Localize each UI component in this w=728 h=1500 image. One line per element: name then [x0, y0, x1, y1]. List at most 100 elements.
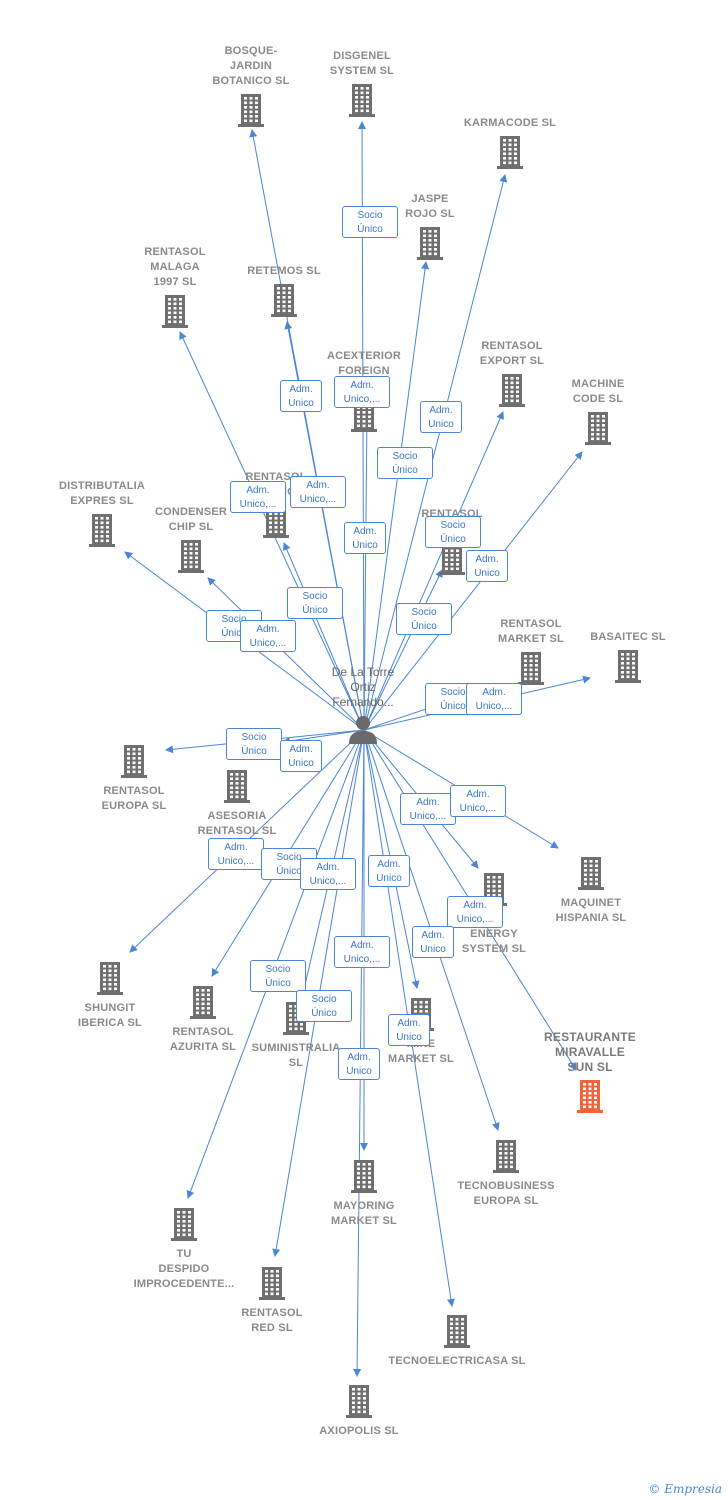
company-node[interactable]: BASAITEC SL: [558, 630, 698, 683]
relation-badge: Adm. Unico: [344, 522, 386, 554]
building-icon: [178, 540, 204, 573]
company-node[interactable]: RENTASOL RED SL: [202, 1266, 342, 1336]
relation-badge: Adm. Unico,...: [230, 481, 286, 513]
building-icon: [171, 1208, 197, 1241]
company-label: AXIOPOLIS SL: [319, 1425, 399, 1437]
company-label: RESTAURANTE MIRAVALLE SUN SL: [544, 1030, 636, 1074]
company-label: MAYORING MARKET SL: [331, 1200, 397, 1227]
copyright-symbol: ©: [648, 1482, 661, 1496]
company-label: RENTASOL MALAGA 1997 SL: [144, 246, 206, 288]
relation-badge: Adm. Unico: [338, 1048, 380, 1080]
person-node[interactable]: De La Torre Ortiz Fernando...: [318, 665, 408, 744]
company-node[interactable]: SHUNGIT IBERICA SL: [40, 961, 180, 1031]
company-node[interactable]: SUMINISTRALIA SL: [226, 1001, 366, 1071]
building-icon: [224, 770, 250, 803]
company-node[interactable]: ASESORIA RENTASOL SL: [167, 769, 307, 839]
relation-edge: [207, 577, 365, 731]
company-label: BASAITEC SL: [590, 631, 666, 643]
building-icon: [259, 1267, 285, 1300]
company-label: RETEMOS SL: [247, 265, 321, 277]
company-label: TECNOELECTRICASA SL: [388, 1355, 526, 1367]
building-icon: [89, 514, 115, 547]
relation-badge: Adm. Unico: [368, 855, 410, 887]
company-label: DISGENEL SYSTEM SL: [329, 50, 395, 77]
company-label: TU DESPIDO IMPROCEDENTE...: [133, 1248, 235, 1290]
building-icon: [349, 84, 375, 117]
building-icon: [97, 962, 123, 995]
building-icon: [578, 857, 604, 890]
company-node[interactable]: RENTASOL MARKET SL: [461, 617, 601, 685]
relation-badge: Adm. Unico: [466, 550, 508, 582]
building-icon: [444, 1315, 470, 1348]
company-node[interactable]: RESTAURANTE MIRAVALLE SUN SL: [520, 1030, 660, 1113]
relation-badge: Socio Único: [342, 206, 398, 238]
company-node[interactable]: KARMACODE SL: [440, 116, 580, 169]
company-node[interactable]: DISTRIBUTALIA EXPRES SL: [32, 479, 172, 547]
building-icon: [346, 1385, 372, 1418]
relation-badge: Socio Único: [226, 728, 282, 760]
building-icon: [585, 412, 611, 445]
brand-watermark: © Empresia: [648, 1482, 722, 1496]
company-label: MAQUINET HISPANIA SL: [555, 897, 627, 924]
building-icon: [615, 650, 641, 683]
company-label: MACHINE CODE SL: [571, 378, 625, 405]
company-label: DISTRIBUTALIA EXPRES SL: [58, 480, 146, 507]
relation-badge: Adm. Unico,...: [334, 376, 390, 408]
relation-badge: Adm. Unico,...: [447, 896, 503, 928]
building-icon: [271, 284, 297, 317]
company-label: RENTASOL MARKET SL: [498, 618, 564, 645]
relation-badge: Adm. Unico,...: [208, 838, 264, 870]
company-node[interactable]: RENTASOL EXPORT SL: [442, 339, 582, 407]
company-node[interactable]: RETEMOS SL: [214, 264, 354, 317]
company-label: SHUNGIT IBERICA SL: [78, 1002, 142, 1029]
relation-badge: Adm. Unico,...: [450, 785, 506, 817]
company-label: JASPE ROJO SL: [405, 193, 455, 220]
relation-badge: Adm. Unico,...: [290, 476, 346, 508]
company-node[interactable]: RENTASOL AZURITA SL: [133, 985, 273, 1055]
company-node[interactable]: MACHINE CODE SL: [528, 377, 668, 445]
relation-edge: [363, 451, 583, 731]
company-node[interactable]: MAYORING MARKET SL: [294, 1159, 434, 1229]
person-name: De La Torre Ortiz Fernando...: [331, 665, 395, 709]
relation-edge: [362, 409, 371, 731]
relation-badge: Socio Único: [287, 587, 343, 619]
building-icon: [439, 542, 465, 575]
building-icon: [351, 1160, 377, 1193]
building-icon: [497, 136, 523, 169]
building-icon: [518, 652, 544, 685]
company-label: TECNOBUSINESS EUROPA SL: [457, 1180, 555, 1207]
company-label: ASESORIA RENTASOL SL: [197, 810, 277, 837]
company-label: CONDENSER CHIP SL: [154, 506, 228, 533]
company-label: BOSQUE- JARDIN BOTANICO SL: [212, 45, 290, 87]
relation-badge: Adm. Unico: [280, 740, 322, 772]
company-label: RENTASOL EUROPA SL: [101, 785, 167, 812]
company-node[interactable]: RENTASOL EUROPA SL: [64, 744, 204, 814]
company-node[interactable]: AXIOPOLIS SL: [289, 1384, 429, 1439]
company-node[interactable]: TU DESPIDO IMPROCEDENTE...: [114, 1207, 254, 1292]
company-node[interactable]: DISGENEL SYSTEM SL: [292, 49, 432, 117]
person-icon: [349, 716, 377, 744]
relation-badge: Socio Único: [425, 516, 481, 548]
building-icon: [577, 1080, 603, 1113]
company-node[interactable]: CONDENSER CHIP SL: [121, 505, 261, 573]
company-node[interactable]: JASPE ROJO SL: [360, 192, 500, 260]
company-label: RENTASOL AZURITA SL: [169, 1026, 237, 1053]
company-node[interactable]: BOSQUE- JARDIN BOTANICO SL: [181, 44, 321, 127]
relation-badge: Adm. Unico,...: [334, 936, 390, 968]
relation-edge: [363, 174, 508, 731]
relation-edge: [363, 411, 504, 731]
company-label: RENTASOL RED SL: [241, 1307, 303, 1334]
company-label: KARMACODE SL: [463, 117, 557, 129]
building-icon: [238, 94, 264, 127]
relation-badge: Socio Único: [250, 960, 306, 992]
company-node[interactable]: RENTASOL MALAGA 1997 SL: [105, 245, 245, 328]
relation-badge: Adm. Unico: [412, 926, 454, 958]
company-node[interactable]: TECNOBUSINESS EUROPA SL: [436, 1139, 576, 1209]
company-node[interactable]: TECNOELECTRICASA SL: [387, 1314, 527, 1369]
company-node[interactable]: MAQUINET HISPANIA SL: [521, 856, 661, 926]
relation-badge: Adm. Unico,...: [466, 683, 522, 715]
relation-edge: [283, 542, 365, 731]
relation-edge: [363, 261, 430, 731]
building-icon: [417, 227, 443, 260]
